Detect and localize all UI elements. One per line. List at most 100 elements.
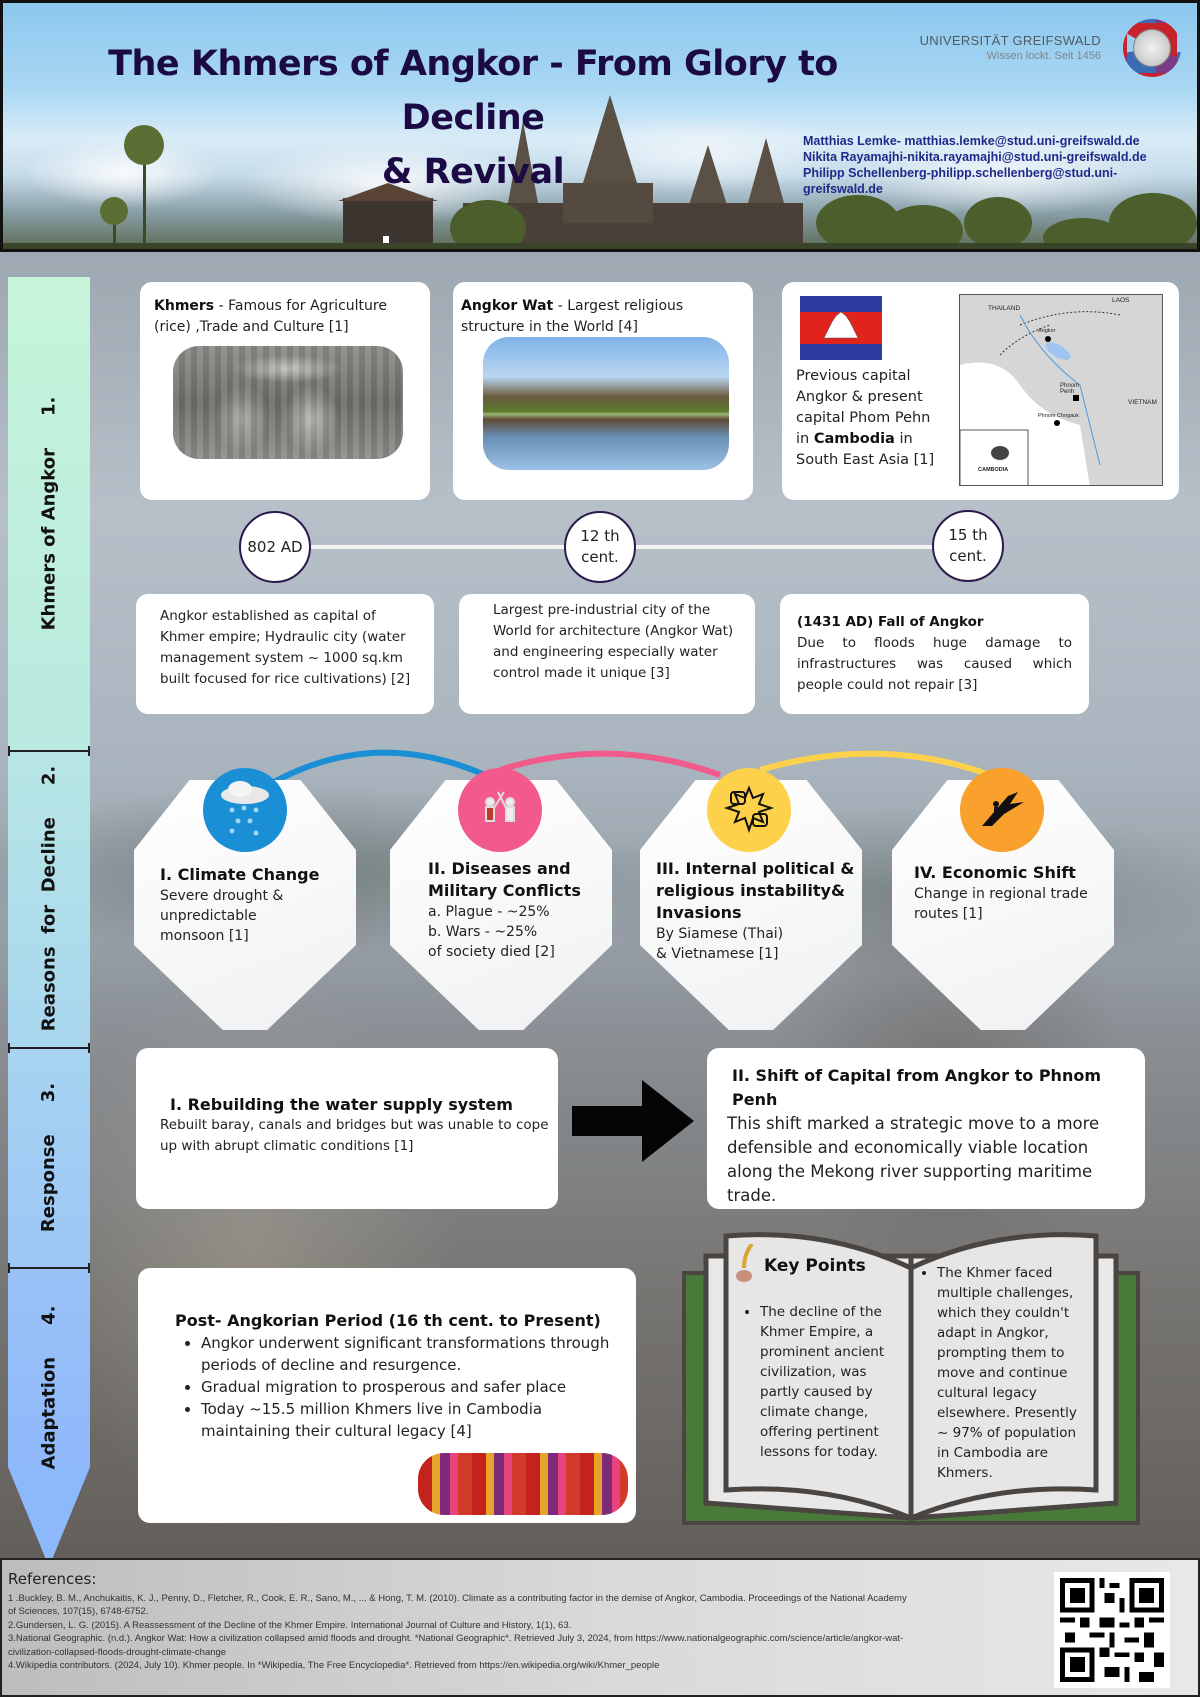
adaptation-bullet: Today ~15.5 million Khmers live in Cambo… — [201, 1398, 625, 1442]
references-panel: References: 1 .Buckley, B. M., Anchukait… — [0, 1558, 1200, 1697]
timeline-text: Due to floods huge damage to infrastruct… — [797, 635, 1072, 693]
angkor-wat-card: Angkor Wat - Largest religious structure… — [453, 282, 753, 500]
card-bold: Cambodia — [813, 431, 895, 447]
card-text: Previous capital Angkor & present capita… — [796, 368, 931, 447]
divider — [8, 1043, 90, 1053]
map-label: LAOS — [1112, 297, 1130, 304]
author-line[interactable]: Matthias Lemke- matthias.lemke@stud.uni-… — [803, 134, 1140, 148]
reference-item: 4.Wikipedia contributors. (2024, July 10… — [8, 1660, 660, 1672]
fists-clash-icon — [707, 768, 791, 852]
reason-title: IV. Economic Shift — [914, 863, 1076, 882]
knights-fighting-icon — [458, 768, 542, 852]
reason-text-climate: I. Climate Change Severe drought & unpre… — [160, 864, 340, 946]
timeline-card-12th: Largest pre-industrial city of the World… — [459, 594, 755, 714]
reason-line: Severe drought & — [160, 888, 284, 904]
arrow-right-icon — [572, 1080, 694, 1162]
reason-line: a. Plague - ~25% — [428, 904, 550, 920]
divider — [8, 746, 90, 756]
timeline-heading: (1431 AD) Fall of Angkor — [797, 614, 984, 630]
adaptation-bullet: Angkor underwent significant transformat… — [201, 1332, 625, 1376]
reason-line: b. Wars - ~25% — [428, 924, 538, 940]
cambodia-map: THAILAND LAOS VIETNAM Angkor Phnom Penh … — [959, 294, 1163, 486]
poster-title: The Khmers of Angkor - From Glory to Dec… — [33, 37, 913, 199]
map-label: Phnom Penh — [1060, 383, 1080, 395]
timeline-label: 15 th cent. — [948, 526, 988, 565]
arc-pink — [499, 750, 722, 778]
reference-item: 1 .Buckley, B. M., Anchukaitis, K. J., P… — [8, 1593, 907, 1618]
khmer-dancers-photo — [418, 1453, 628, 1515]
reason-line: of society died [2] — [428, 944, 555, 960]
card-bold: Khmers — [154, 298, 215, 314]
qr-code-icon[interactable] — [1054, 1572, 1170, 1688]
timeline-text: Angkor established as capital of Khmer e… — [160, 608, 411, 687]
timeline-label: 802 AD — [247, 537, 303, 556]
response-text: Rebuilt baray, canals and bridges but wa… — [160, 1117, 549, 1154]
card-text: in South East Asia [1] — [796, 431, 935, 468]
reference-item: 2.Gundersen, L. G. (2015). A Reassessmen… — [8, 1619, 572, 1631]
response-title: I. Rebuilding the water supply system — [170, 1095, 513, 1114]
sidebar-arrow-tip — [8, 1467, 90, 1567]
key-point-right: The Khmer faced multiple challenges, whi… — [937, 1263, 1083, 1483]
reason-text-economic: IV. Economic Shift Change in regional tr… — [914, 862, 1104, 924]
path-shift-icon — [960, 768, 1044, 852]
key-points-book: Key Points The decline of the Khmer Empi… — [676, 1228, 1146, 1528]
timeline-card-802ad: Angkor established as capital of Khmer e… — [136, 594, 434, 714]
reason-title: I. Climate Change — [160, 865, 320, 884]
rain-cloud-icon — [203, 768, 287, 852]
key-point-left: The decline of the Khmer Empire, a promi… — [760, 1302, 896, 1462]
response-title: II. Shift of Capital from Angkor to Phno… — [732, 1066, 1101, 1109]
university-name: UNIVERSITÄT GREIFSWALD — [919, 33, 1101, 48]
map-label: THAILAND — [988, 305, 1021, 312]
reason-text-instability: III. Internal political & religious inst… — [656, 858, 856, 964]
arc-yellow — [759, 750, 992, 778]
reference-item: 3.National Geographic. (n.d.). Angkor Wa… — [8, 1633, 904, 1658]
timeline-card-15th: (1431 AD) Fall of Angkor Due to floods h… — [780, 594, 1089, 714]
reason-title: III. Internal political & religious inst… — [656, 859, 855, 922]
timeline-node-15th: 15 th cent. — [932, 510, 1004, 582]
response-card-capital-shift: II. Shift of Capital from Angkor to Phno… — [707, 1048, 1145, 1209]
author-line[interactable]: Philipp Schellenberg-philipp.schellenber… — [803, 166, 1118, 196]
reason-line: & Vietnamese [1] — [656, 946, 779, 962]
khmers-card: Khmers - Famous for Agriculture (rice) ,… — [140, 282, 430, 500]
angkor-temple-silhouette-icon — [3, 95, 1197, 249]
reason-line: monsoon [1] — [160, 928, 249, 944]
card-bold: Angkor Wat — [461, 298, 554, 314]
card-text: - Largest religious structure in the Wor… — [461, 298, 684, 335]
title-line-2: & Revival — [381, 152, 565, 192]
cambodia-card: Previous capital Angkor & present capita… — [782, 282, 1179, 500]
adaptation-title: Post- Angkorian Period (16 th cent. to P… — [175, 1311, 601, 1330]
relief-carving-image — [173, 346, 403, 459]
timeline-label: 12 th cent. — [580, 527, 620, 566]
university-seal-icon — [1123, 19, 1181, 77]
references-title: References: — [8, 1570, 97, 1588]
timeline-node-12th: 12 th cent. — [564, 511, 636, 583]
reason-title: II. Diseases and Military Conflicts — [428, 859, 581, 900]
header-banner: The Khmers of Angkor - From Glory to Dec… — [0, 0, 1200, 252]
response-text: This shift marked a strategic move to a … — [727, 1114, 1100, 1205]
university-motto: Wissen lockt. Seit 1456 — [986, 50, 1101, 62]
map-label: Angkor — [1038, 328, 1056, 334]
divider — [8, 1263, 90, 1273]
map-label: Phnom Chngauk — [1038, 413, 1079, 419]
adaptation-card: Post- Angkorian Period (16 th cent. to P… — [138, 1268, 636, 1523]
reason-line: Change in regional trade routes [1] — [914, 886, 1088, 922]
map-label: VIETNAM — [1128, 399, 1157, 406]
adaptation-bullet: Gradual migration to prosperous and safe… — [201, 1376, 625, 1398]
timeline-node-802ad: 802 AD — [239, 511, 311, 583]
quill-ink-icon — [734, 1242, 758, 1284]
title-line-1: The Khmers of Angkor - From Glory to Dec… — [108, 44, 838, 138]
timeline-text: Largest pre-industrial city of the World… — [493, 602, 734, 681]
reason-text-diseases: II. Diseases and Military Conflicts a. P… — [428, 858, 613, 962]
response-card-rebuilding: I. Rebuilding the water supply system Re… — [136, 1048, 558, 1209]
map-label: CAMBODIA — [978, 467, 1009, 473]
authors-list: Matthias Lemke- matthias.lemke@stud.uni-… — [803, 133, 1197, 197]
reason-line: unpredictable — [160, 908, 257, 924]
author-line[interactable]: Nikita Rayamajhi-nikita.rayamajhi@stud.u… — [803, 150, 1147, 164]
angkor-wat-photo — [483, 337, 729, 470]
